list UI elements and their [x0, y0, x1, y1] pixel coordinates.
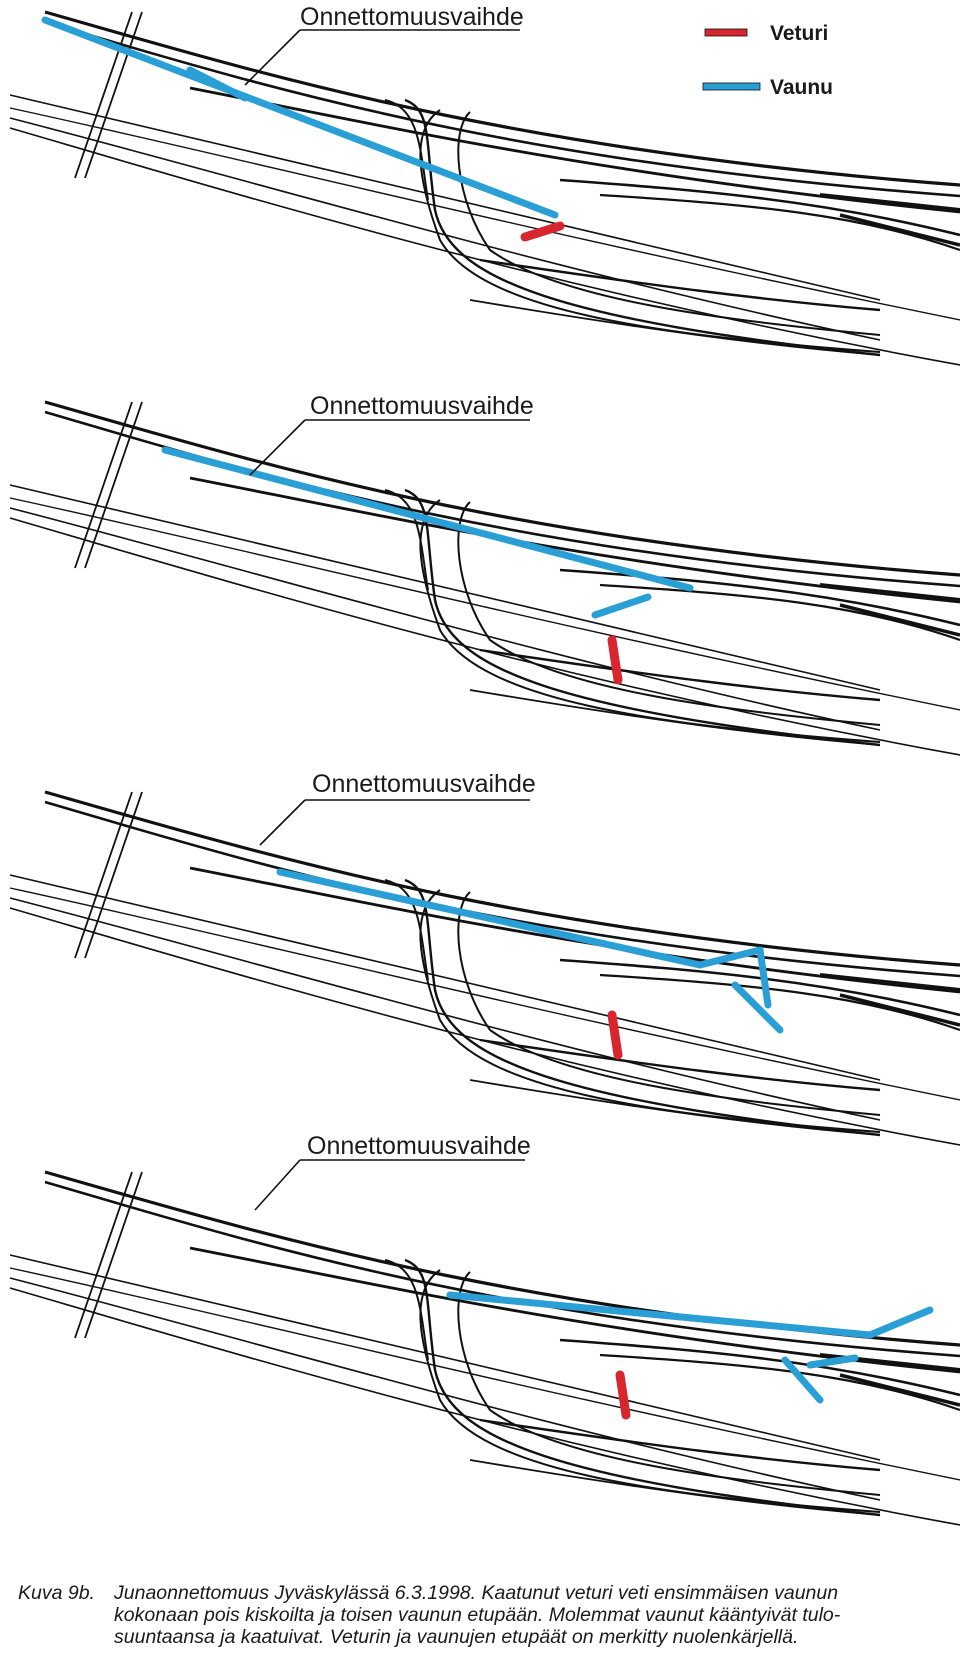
panel-1-label: Onnettomuusvaihde [300, 3, 524, 31]
locomotive-swatch-icon [704, 28, 748, 37]
legend-item-vaunu: Vaunu [702, 76, 833, 99]
wagon-4-marker [446, 1291, 874, 1339]
legend: Veturi Vaunu [702, 22, 833, 99]
locomotive-marker [520, 221, 565, 242]
wagon-swatch-icon [702, 82, 761, 91]
locomotive-marker [607, 635, 623, 685]
wagon-3-marker [276, 868, 704, 969]
diagram-panel-3: Onnettomuusvaihde [8, 770, 960, 1147]
caption-line-1: Junaonnettomuus Jyväskylässä 6.3.1998. K… [114, 1582, 839, 1604]
diagram-panel-1: Onnettomuusvaihde [8, 3, 960, 367]
caption-line-3: suuntaansa ja kaatuivat. Veturin ja vaun… [114, 1626, 799, 1648]
panel-4-label: Onnettomuusvaihde [307, 1132, 531, 1160]
locomotive-marker [607, 1010, 623, 1060]
wagon-1-marker [41, 16, 559, 219]
accident-diagram: Onnettomuusvaihde Onnettomuusvaihde Onne… [8, 3, 960, 1527]
legend-label-vaunu: Vaunu [770, 76, 833, 99]
panel-3-label: Onnettomuusvaihde [312, 770, 536, 798]
wagon-2-marker [161, 446, 694, 592]
locomotive-marker [615, 1370, 631, 1420]
legend-item-veturi: Veturi [704, 22, 828, 45]
caption-line-2: kokonaan pois kiskoilta ja toisen vaunun… [114, 1604, 841, 1626]
figure-caption: Kuva 9b. Junaonnettomuus Jyväskylässä 6.… [18, 1582, 953, 1648]
diagram-panel-2: Onnettomuusvaihde [8, 392, 960, 757]
caption-number: Kuva 9b. [18, 1582, 95, 1604]
legend-label-veturi: Veturi [770, 22, 828, 45]
diagram-panel-4: Onnettomuusvaihde [8, 1132, 960, 1527]
panel-2-label: Onnettomuusvaihde [310, 392, 534, 420]
